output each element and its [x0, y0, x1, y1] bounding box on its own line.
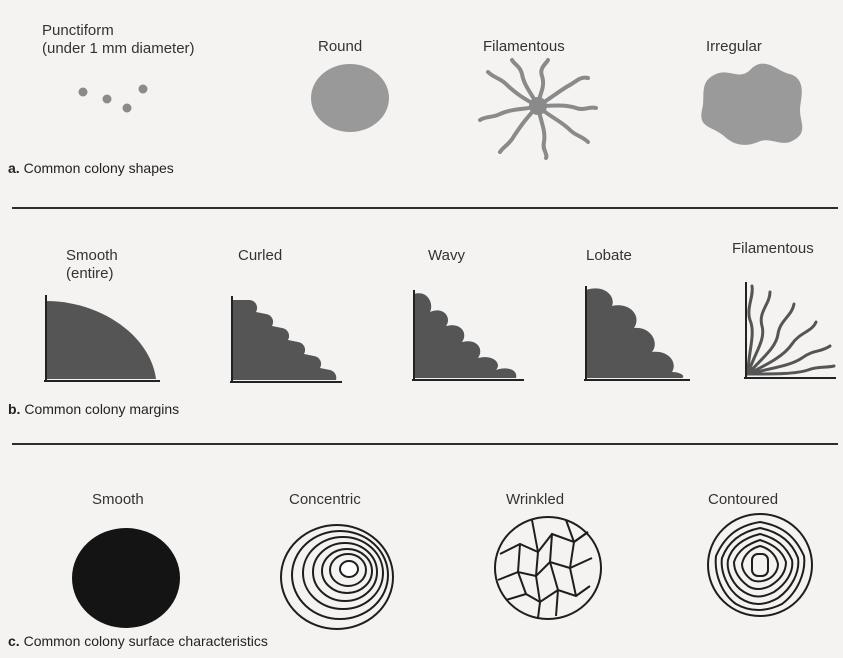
label-concentric: Concentric — [289, 491, 361, 509]
caption-letter-b: b. — [8, 401, 20, 417]
caption-colony-shapes: a. Common colony shapes — [8, 160, 174, 176]
label-lobate: Lobate — [586, 247, 632, 265]
filamentous-margin-icon — [742, 282, 838, 382]
round-disc-icon — [308, 62, 392, 134]
curled-margin-icon — [228, 296, 348, 386]
divider-1 — [12, 207, 838, 209]
caption-text-b: Common colony margins — [24, 401, 179, 417]
label-curled: Curled — [238, 247, 282, 265]
label-filamentous-margin: Filamentous — [732, 240, 814, 258]
caption-text-a: Common colony shapes — [24, 160, 174, 176]
divider-2 — [12, 443, 838, 445]
label-wrinkled: Wrinkled — [506, 491, 564, 509]
concentric-surface-icon — [278, 522, 396, 632]
caption-colony-margins: b. Common colony margins — [8, 401, 179, 417]
caption-letter-a: a. — [8, 160, 20, 176]
filamentous-colony-icon — [476, 58, 600, 158]
wavy-margin-icon — [410, 290, 530, 384]
label-round: Round — [318, 38, 362, 56]
smooth-margin-icon — [40, 295, 160, 385]
punctiform-dots-icon — [72, 80, 162, 120]
smooth-surface-icon — [70, 526, 182, 630]
label-contoured: Contoured — [708, 491, 778, 509]
irregular-blob-icon — [696, 58, 808, 148]
label-irregular: Irregular — [706, 38, 762, 56]
caption-colony-surface: c. Common colony surface characteristics — [8, 633, 268, 649]
label-punctiform: Punctiform (under 1 mm diameter) — [42, 22, 195, 58]
wrinkled-surface-icon — [492, 514, 604, 622]
label-smooth-surface: Smooth — [92, 491, 144, 509]
caption-letter-c: c. — [8, 633, 20, 649]
label-wavy: Wavy — [428, 247, 465, 265]
lobate-margin-icon — [582, 286, 696, 384]
label-smooth-entire: Smooth (entire) — [66, 247, 118, 283]
label-filamentous-shape: Filamentous — [483, 38, 565, 56]
caption-text-c: Common colony surface characteristics — [24, 633, 268, 649]
contoured-surface-icon — [706, 512, 814, 618]
